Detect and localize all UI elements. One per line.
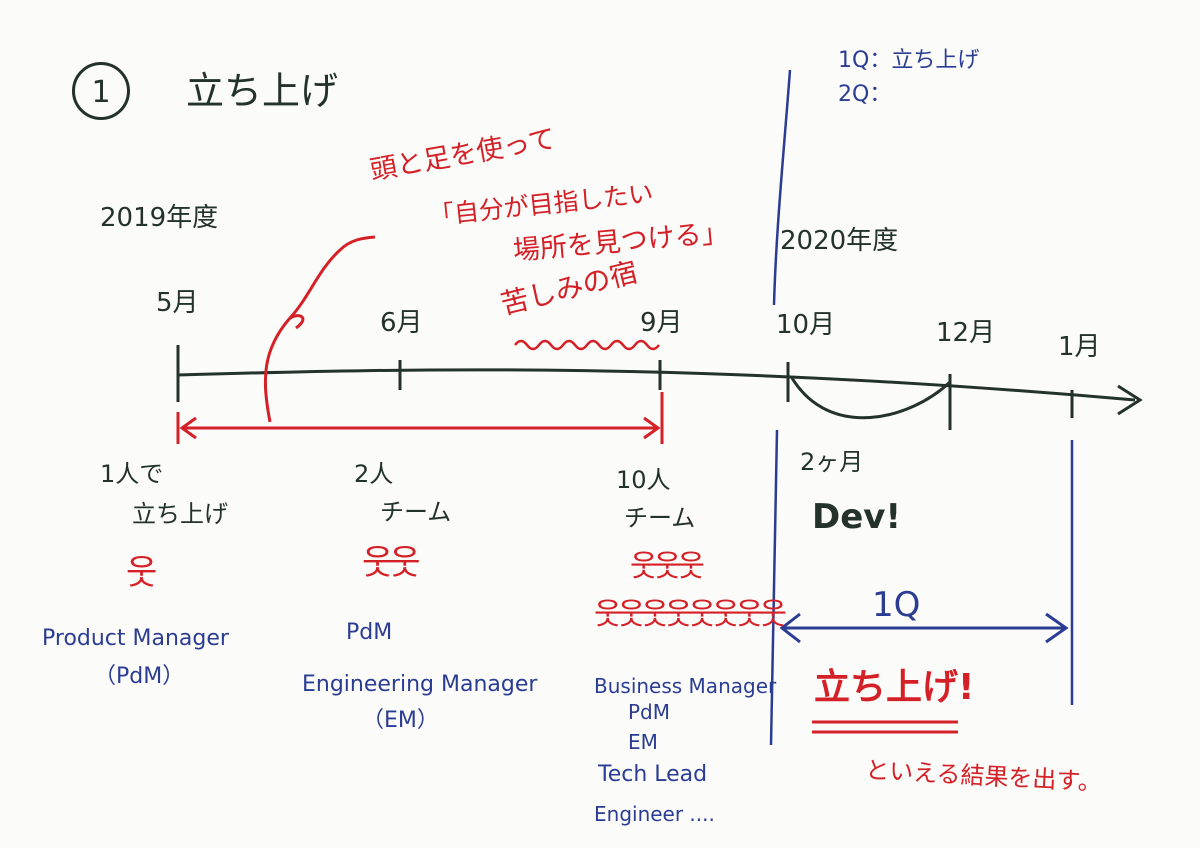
- phase-3-role-2: PdM: [628, 700, 671, 724]
- month-label-jun: 6月: [380, 308, 423, 338]
- phase-2-team-label: チーム: [380, 498, 452, 526]
- stick-figure-icon: 웃웃웃웃웃웃웃웃: [594, 597, 787, 632]
- section-number: 1: [72, 62, 130, 120]
- phase-1-team-label: 立ち上げ: [132, 500, 228, 528]
- phase-1-role-1: Product Manager: [42, 626, 229, 651]
- month-label-sep: 9月: [640, 308, 683, 338]
- month-label-dec: 12月: [936, 318, 996, 348]
- phase-3-team-label: チーム: [624, 504, 696, 532]
- arrow-right-icon: [1117, 384, 1143, 416]
- timeline-axis: [177, 368, 1136, 402]
- quarter-note-2: 2Q：: [838, 82, 892, 107]
- phase-1-team-size: 1人で: [100, 460, 164, 488]
- stick-figure-icon: 웃웃웃: [630, 549, 705, 584]
- stick-figure-icon: 웃웃: [362, 543, 421, 583]
- quarter-label: 1Q: [872, 585, 921, 625]
- stick-figure-icon: 웃: [126, 553, 157, 593]
- wavy-underline: [514, 339, 660, 351]
- month-label-jan: 1月: [1058, 332, 1101, 362]
- phase-3-role-1: Business Manager: [594, 674, 777, 698]
- phase-2-team-size: 2人: [354, 460, 394, 488]
- phase-3-team-size: 10人: [616, 466, 671, 494]
- phase-2-role-1: PdM: [346, 620, 393, 645]
- dev-duration: 2ヶ月: [800, 448, 864, 476]
- fiscal-year-2019: 2019年度: [100, 203, 219, 233]
- month-label-may: 5月: [156, 288, 199, 318]
- phase-3-role-3: EM: [628, 730, 658, 754]
- section-title: 立ち上げ: [186, 69, 339, 113]
- fiscal-year-2020: 2020年度: [780, 226, 899, 256]
- phase-3-role-4: Tech Lead: [598, 762, 708, 787]
- fy-divider: [772, 69, 792, 306]
- quarter-note-1: 1Q：立ち上げ: [838, 48, 980, 73]
- phase-1-role-2: （PdM）: [94, 664, 185, 689]
- month-label-oct: 10月: [776, 310, 836, 340]
- phase-2-role-3: （EM）: [362, 708, 439, 733]
- phase-2-role-2: Engineering Manager: [302, 672, 538, 697]
- red-brace: [263, 235, 376, 423]
- result-main: 立ち上げ!: [814, 667, 975, 708]
- phase-3-role-5: Engineer ....: [594, 802, 715, 826]
- quarter-start-line: [769, 429, 779, 746]
- two-month-arc: [790, 377, 952, 420]
- dev-label: Dev!: [812, 497, 901, 537]
